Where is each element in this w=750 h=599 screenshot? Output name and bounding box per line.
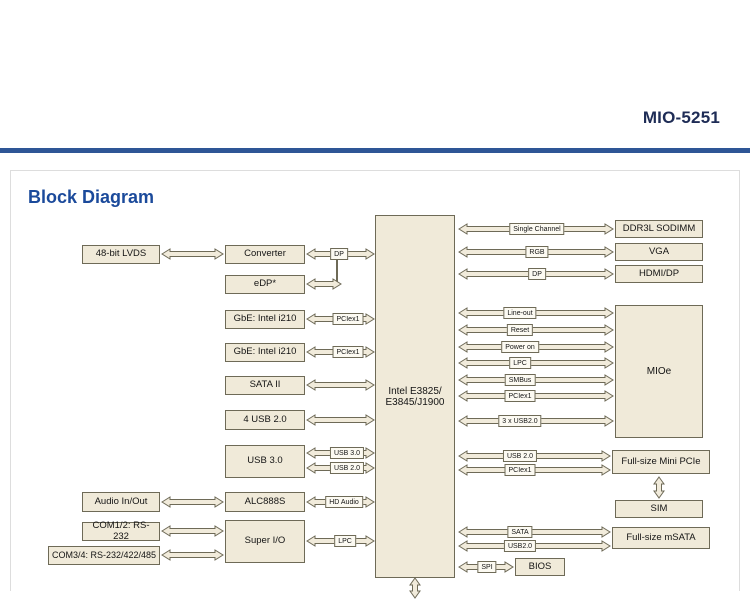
bus-label-pciex1-gbe1: PCIex1: [332, 313, 364, 325]
block-superio: Super I/O: [225, 520, 305, 563]
bus-label-smbus: SMBus: [504, 374, 536, 386]
bus-label-usb30: USB 3.0: [329, 447, 365, 459]
bus-label-usb20-left: USB 2.0: [329, 462, 365, 474]
bus-label-dp-left: DP: [330, 248, 348, 260]
arrow-smbus-mioe: [458, 374, 614, 386]
bus-label-usb3x: 3 x USB2.0: [498, 415, 542, 427]
arrow-lpc-mioe: [458, 357, 614, 369]
block-com34: COM3/4: RS-232/422/485: [48, 546, 160, 565]
block-cpu: Intel E3825/ E3845/J1900: [375, 215, 455, 578]
cpu-line1: Intel E3825/: [388, 385, 442, 397]
bus-label-pciex1-mpcie: PCIex1: [504, 464, 536, 476]
block-sata2: SATA II: [225, 376, 305, 395]
block-com12: COM1/2: RS-232: [82, 520, 160, 541]
block-hdmi: HDMI/DP: [615, 265, 703, 283]
block-vga: VGA: [615, 243, 703, 261]
block-audio-io: Audio In/Out: [82, 492, 160, 512]
page-header-model: MIO-5251: [642, 108, 720, 127]
block-mioe: MIOe: [615, 305, 703, 438]
bus-label-rgb: RGB: [525, 246, 549, 258]
arrow-audio-alc: [161, 496, 224, 508]
block-gbe1: GbE: Intel i210: [225, 310, 305, 329]
bus-label-pciex1-mioe: PCIex1: [504, 390, 536, 402]
section-title: Block Diagram: [28, 187, 155, 207]
block-lvds: 48-bit LVDS: [82, 245, 160, 264]
edp-branch-line: [336, 257, 338, 284]
bus-label-usb20-msata: USB2.0: [503, 540, 537, 552]
block-edp: eDP*: [225, 275, 305, 294]
block-ddr: DDR3L SODIMM: [615, 220, 703, 238]
arrow-lvds-converter: [161, 248, 224, 260]
arrow-sata-msata: [458, 526, 611, 538]
bus-label-poweron: Power on: [501, 341, 539, 353]
block-bios: BIOS: [515, 558, 565, 576]
arrow-edp-branch: [306, 278, 342, 290]
header-rule: [0, 148, 750, 153]
bus-label-spi: SPI: [477, 561, 497, 573]
arrow-minipcie-sim: [653, 476, 665, 499]
bus-label-reset: Reset: [506, 324, 534, 336]
arrow-reset-mioe: [458, 324, 614, 336]
block-usb3: USB 3.0: [225, 445, 305, 478]
arrow-com12-superio: [161, 525, 224, 537]
bus-label-lpc-left: LPC: [334, 535, 356, 547]
block-usb2x4: 4 USB 2.0: [225, 410, 305, 430]
bus-label-lineout: Line-out: [503, 307, 537, 319]
arrow-pciex1-mioe: [458, 390, 614, 402]
block-minipcie: Full-size Mini PCIe: [612, 450, 710, 474]
arrow-cpu-bottom: [409, 577, 421, 599]
block-sim: SIM: [615, 500, 703, 518]
bus-label-dp-right: DP: [528, 268, 546, 280]
block-gbe2: GbE: Intel i210: [225, 343, 305, 362]
block-alc: ALC888S: [225, 492, 305, 512]
arrow-usb2x4-cpu: [306, 414, 375, 426]
bus-label-sata-msata: SATA: [507, 526, 533, 538]
arrow-sata2-cpu: [306, 379, 375, 391]
arrow-com34-superio: [161, 549, 224, 561]
block-msata: Full-size mSATA: [612, 527, 710, 549]
bus-label-hdaudio: HD Audio: [325, 496, 363, 508]
bus-label-usb20-mpcie: USB 2.0: [502, 450, 538, 462]
cpu-line2: E3845/J1900: [385, 396, 445, 408]
bus-label-lpc-right: LPC: [509, 357, 531, 369]
block-converter: Converter: [225, 245, 305, 264]
bus-label-pciex1-gbe2: PCIex1: [332, 346, 364, 358]
bus-label-single-channel: Single Channel: [509, 223, 565, 235]
